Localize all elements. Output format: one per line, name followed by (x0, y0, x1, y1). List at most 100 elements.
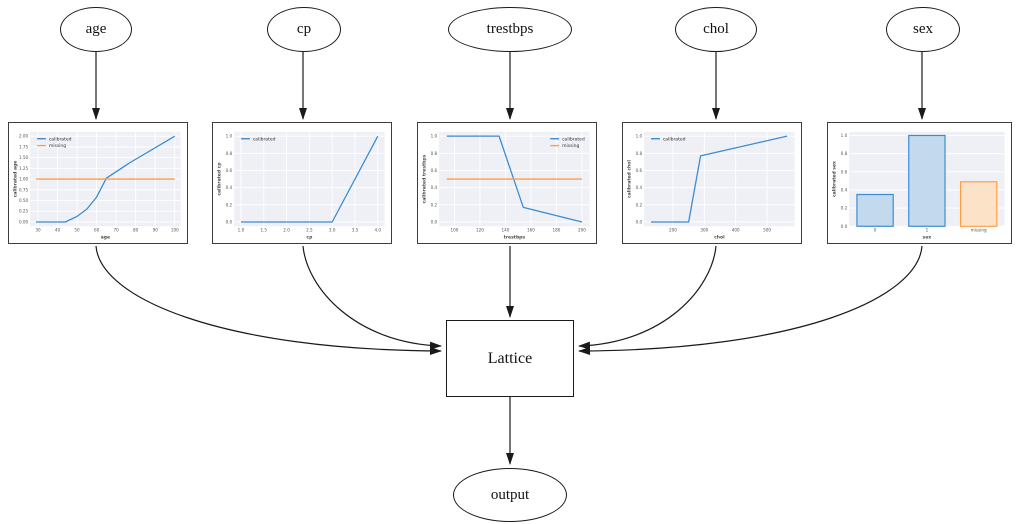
x-axis-label: age (101, 236, 110, 241)
legend-entry: missing (562, 143, 579, 149)
series-calibrated (446, 135, 583, 223)
y-axis-label: calibrated sex (831, 161, 837, 197)
svg-text:1.0: 1.0 (636, 134, 643, 139)
bar-1 (908, 134, 946, 227)
x-axis-label: cp (306, 236, 313, 241)
svg-text:0.2: 0.2 (841, 206, 848, 211)
svg-text:3.0: 3.0 (329, 228, 336, 233)
svg-text:0.00: 0.00 (19, 219, 29, 224)
svg-text:2.0: 2.0 (283, 228, 290, 233)
svg-text:1.25: 1.25 (19, 166, 29, 171)
bar-missing (959, 181, 998, 227)
legend-entry: missing (49, 143, 66, 149)
svg-text:missing: missing (971, 228, 987, 233)
svg-text:0.50: 0.50 (19, 198, 29, 203)
svg-text:0.4: 0.4 (431, 185, 438, 190)
y-axis-label: calibrated chol (626, 160, 632, 198)
x-axis-label: chol (714, 235, 725, 241)
svg-text:100: 100 (450, 228, 458, 233)
input-node-trestbps: trestbps (448, 7, 572, 52)
y-axis-label: calibrated cp (216, 162, 222, 196)
svg-text:50: 50 (74, 228, 80, 233)
svg-text:1.0: 1.0 (226, 134, 233, 139)
y-axis-label: calibrated trestbps (421, 154, 427, 203)
svg-text:0.8: 0.8 (431, 151, 438, 156)
input-node-chol: chol (675, 7, 757, 52)
edge-age-chart-to-lattice (95, 245, 442, 355)
legend-entry: calibrated (663, 136, 686, 142)
svg-text:30: 30 (35, 228, 41, 233)
svg-text:2.00: 2.00 (19, 134, 29, 139)
input-node-label: chol (703, 21, 729, 37)
svg-text:0.0: 0.0 (636, 219, 643, 224)
output-node-label: output (490, 486, 530, 503)
svg-text:3.5: 3.5 (352, 228, 359, 233)
svg-text:0.25: 0.25 (19, 209, 29, 214)
edge-sex-chart-to-lattice (578, 245, 923, 355)
svg-text:0.0: 0.0 (841, 224, 848, 229)
svg-text:0.2: 0.2 (226, 202, 233, 207)
series-calibrated (240, 135, 379, 223)
x-axis-label: trestbps (504, 235, 526, 241)
svg-text:300: 300 (700, 228, 708, 233)
legend-entry: calibrated (49, 136, 72, 142)
svg-text:0.8: 0.8 (226, 151, 233, 156)
svg-text:1.5: 1.5 (260, 228, 267, 233)
svg-text:200: 200 (669, 228, 677, 233)
svg-text:70: 70 (114, 228, 120, 233)
svg-text:1.00: 1.00 (19, 177, 29, 182)
x-axis-label: sex (923, 236, 932, 241)
input-node-cp: cp (267, 7, 341, 52)
svg-text:0.2: 0.2 (431, 202, 438, 207)
bar-0 (856, 193, 894, 227)
svg-text:120: 120 (476, 228, 484, 233)
chart-svg-sex: 0 1 missing 0.0 0.2 0.4 0.6 0.8 1.0 sex calibrated… (831, 131, 1005, 241)
output-node: output (453, 468, 567, 522)
legend-entry: calibrated (253, 136, 276, 142)
svg-text:1.75: 1.75 (19, 144, 29, 149)
svg-text:100: 100 (171, 228, 179, 233)
svg-text:400: 400 (732, 228, 740, 233)
svg-text:0.8: 0.8 (636, 151, 643, 156)
input-node-sex: sex (886, 7, 960, 52)
svg-text:0.6: 0.6 (636, 168, 643, 173)
input-node-age: age (60, 7, 132, 52)
svg-text:0.6: 0.6 (841, 169, 848, 174)
svg-text:500: 500 (763, 228, 771, 233)
series-calibrated (651, 135, 788, 223)
svg-text:1: 1 (926, 228, 929, 233)
svg-text:200: 200 (578, 228, 586, 233)
svg-text:40: 40 (55, 228, 61, 233)
svg-text:60: 60 (94, 228, 100, 233)
svg-text:0.2: 0.2 (636, 202, 643, 207)
input-node-label: cp (296, 21, 312, 37)
svg-text:0.0: 0.0 (226, 219, 233, 224)
edge-cp-chart-to-lattice (302, 245, 442, 350)
svg-text:1.0: 1.0 (431, 134, 438, 139)
svg-text:90: 90 (153, 228, 159, 233)
svg-text:0: 0 (874, 228, 877, 233)
svg-text:0.75: 0.75 (19, 187, 29, 192)
svg-text:2.5: 2.5 (306, 228, 313, 233)
lattice-node: Lattice (446, 320, 574, 397)
svg-text:140: 140 (502, 228, 510, 233)
svg-text:160: 160 (527, 228, 535, 233)
svg-text:1.0: 1.0 (841, 133, 848, 138)
input-node-label: sex (913, 21, 933, 37)
svg-text:0.8: 0.8 (841, 151, 848, 156)
svg-text:1.0: 1.0 (238, 228, 245, 233)
svg-text:4.0: 4.0 (375, 228, 382, 233)
input-node-label: trestbps (486, 21, 534, 37)
svg-text:0.4: 0.4 (841, 187, 848, 192)
y-axis-label: calibrated age (12, 161, 18, 198)
series-calibrated (35, 135, 176, 223)
svg-text:0.6: 0.6 (431, 168, 438, 173)
